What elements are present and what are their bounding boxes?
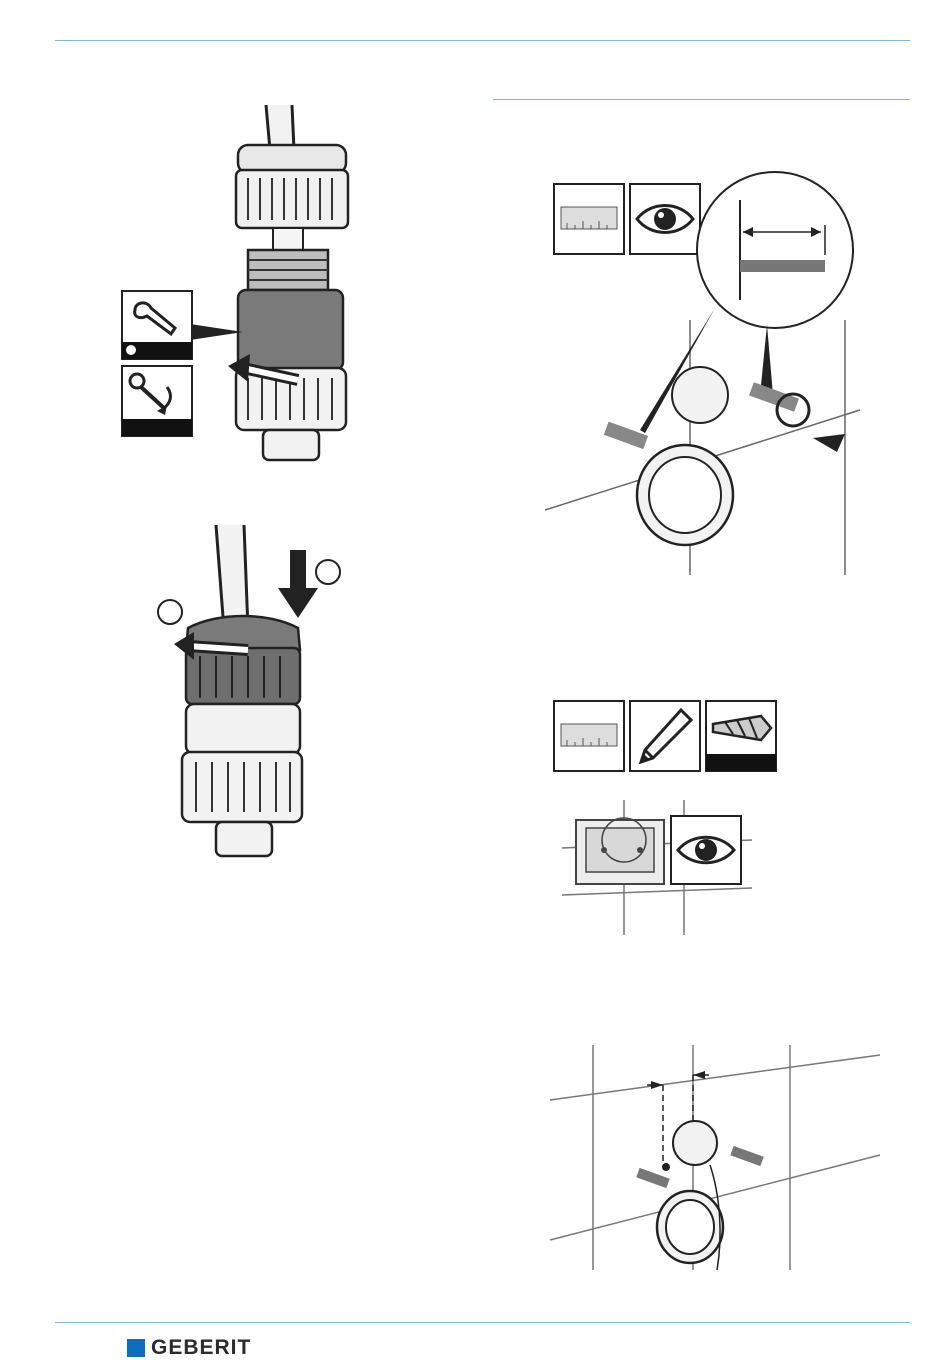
drill-bit-icon (705, 700, 777, 772)
ruler-icon (553, 700, 625, 772)
brand-logo: GEBERIT (127, 1336, 251, 1360)
header-rule (55, 40, 910, 41)
logo-square-icon (127, 1339, 145, 1357)
figure-position-wall-rosette (545, 1045, 885, 1270)
footer-rule (55, 1322, 910, 1323)
figure-nut-push-rotate (158, 520, 348, 865)
logo-text: GEBERIT (151, 1336, 251, 1360)
eye-icon (670, 815, 742, 885)
figure-check-screw-length (545, 180, 860, 575)
section-rule (493, 99, 910, 100)
pencil-icon (629, 700, 701, 772)
hex-key-turn-icon (121, 365, 193, 437)
wrench-icon (121, 290, 193, 360)
